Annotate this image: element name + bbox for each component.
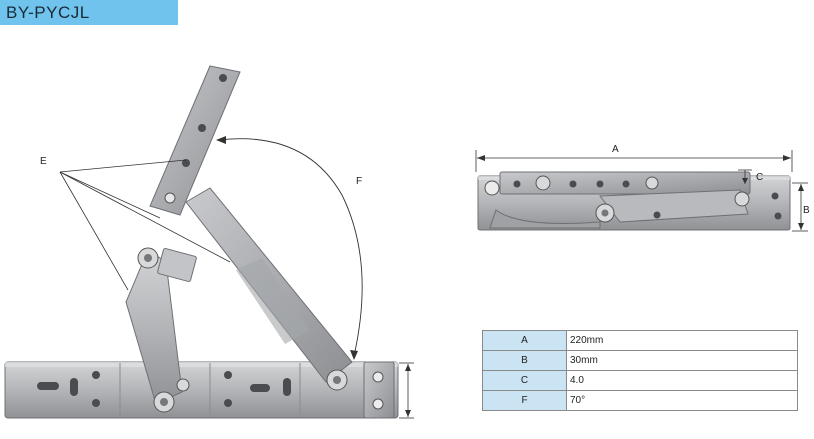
model-title: BY-PYCJL [0, 0, 178, 25]
hinge-open-view: E F [4, 65, 414, 419]
label-a: A [612, 144, 619, 155]
spec-value: 70° [566, 390, 798, 411]
spec-value: 30mm [566, 350, 798, 371]
hinge-closed-view: A B C [475, 144, 810, 232]
spec-key: C [482, 370, 567, 391]
table-row: F 70° [482, 390, 798, 411]
label-e: E [40, 156, 47, 167]
spec-key: A [482, 330, 567, 351]
spec-value: 4.0 [566, 370, 798, 391]
label-c: C [756, 172, 763, 183]
label-b: B [803, 205, 810, 216]
opening-angle-arc [217, 138, 363, 357]
spec-key: B [482, 350, 567, 371]
label-f: F [356, 176, 362, 187]
spec-value: 220mm [566, 330, 798, 351]
table-row: A 220mm [482, 330, 798, 351]
spec-table: A 220mm B 30mm C 4.0 F 70° [482, 330, 798, 411]
sash-arm [149, 65, 241, 216]
spec-key: F [482, 390, 567, 411]
table-row: C 4.0 [482, 370, 798, 391]
table-row: B 30mm [482, 350, 798, 371]
